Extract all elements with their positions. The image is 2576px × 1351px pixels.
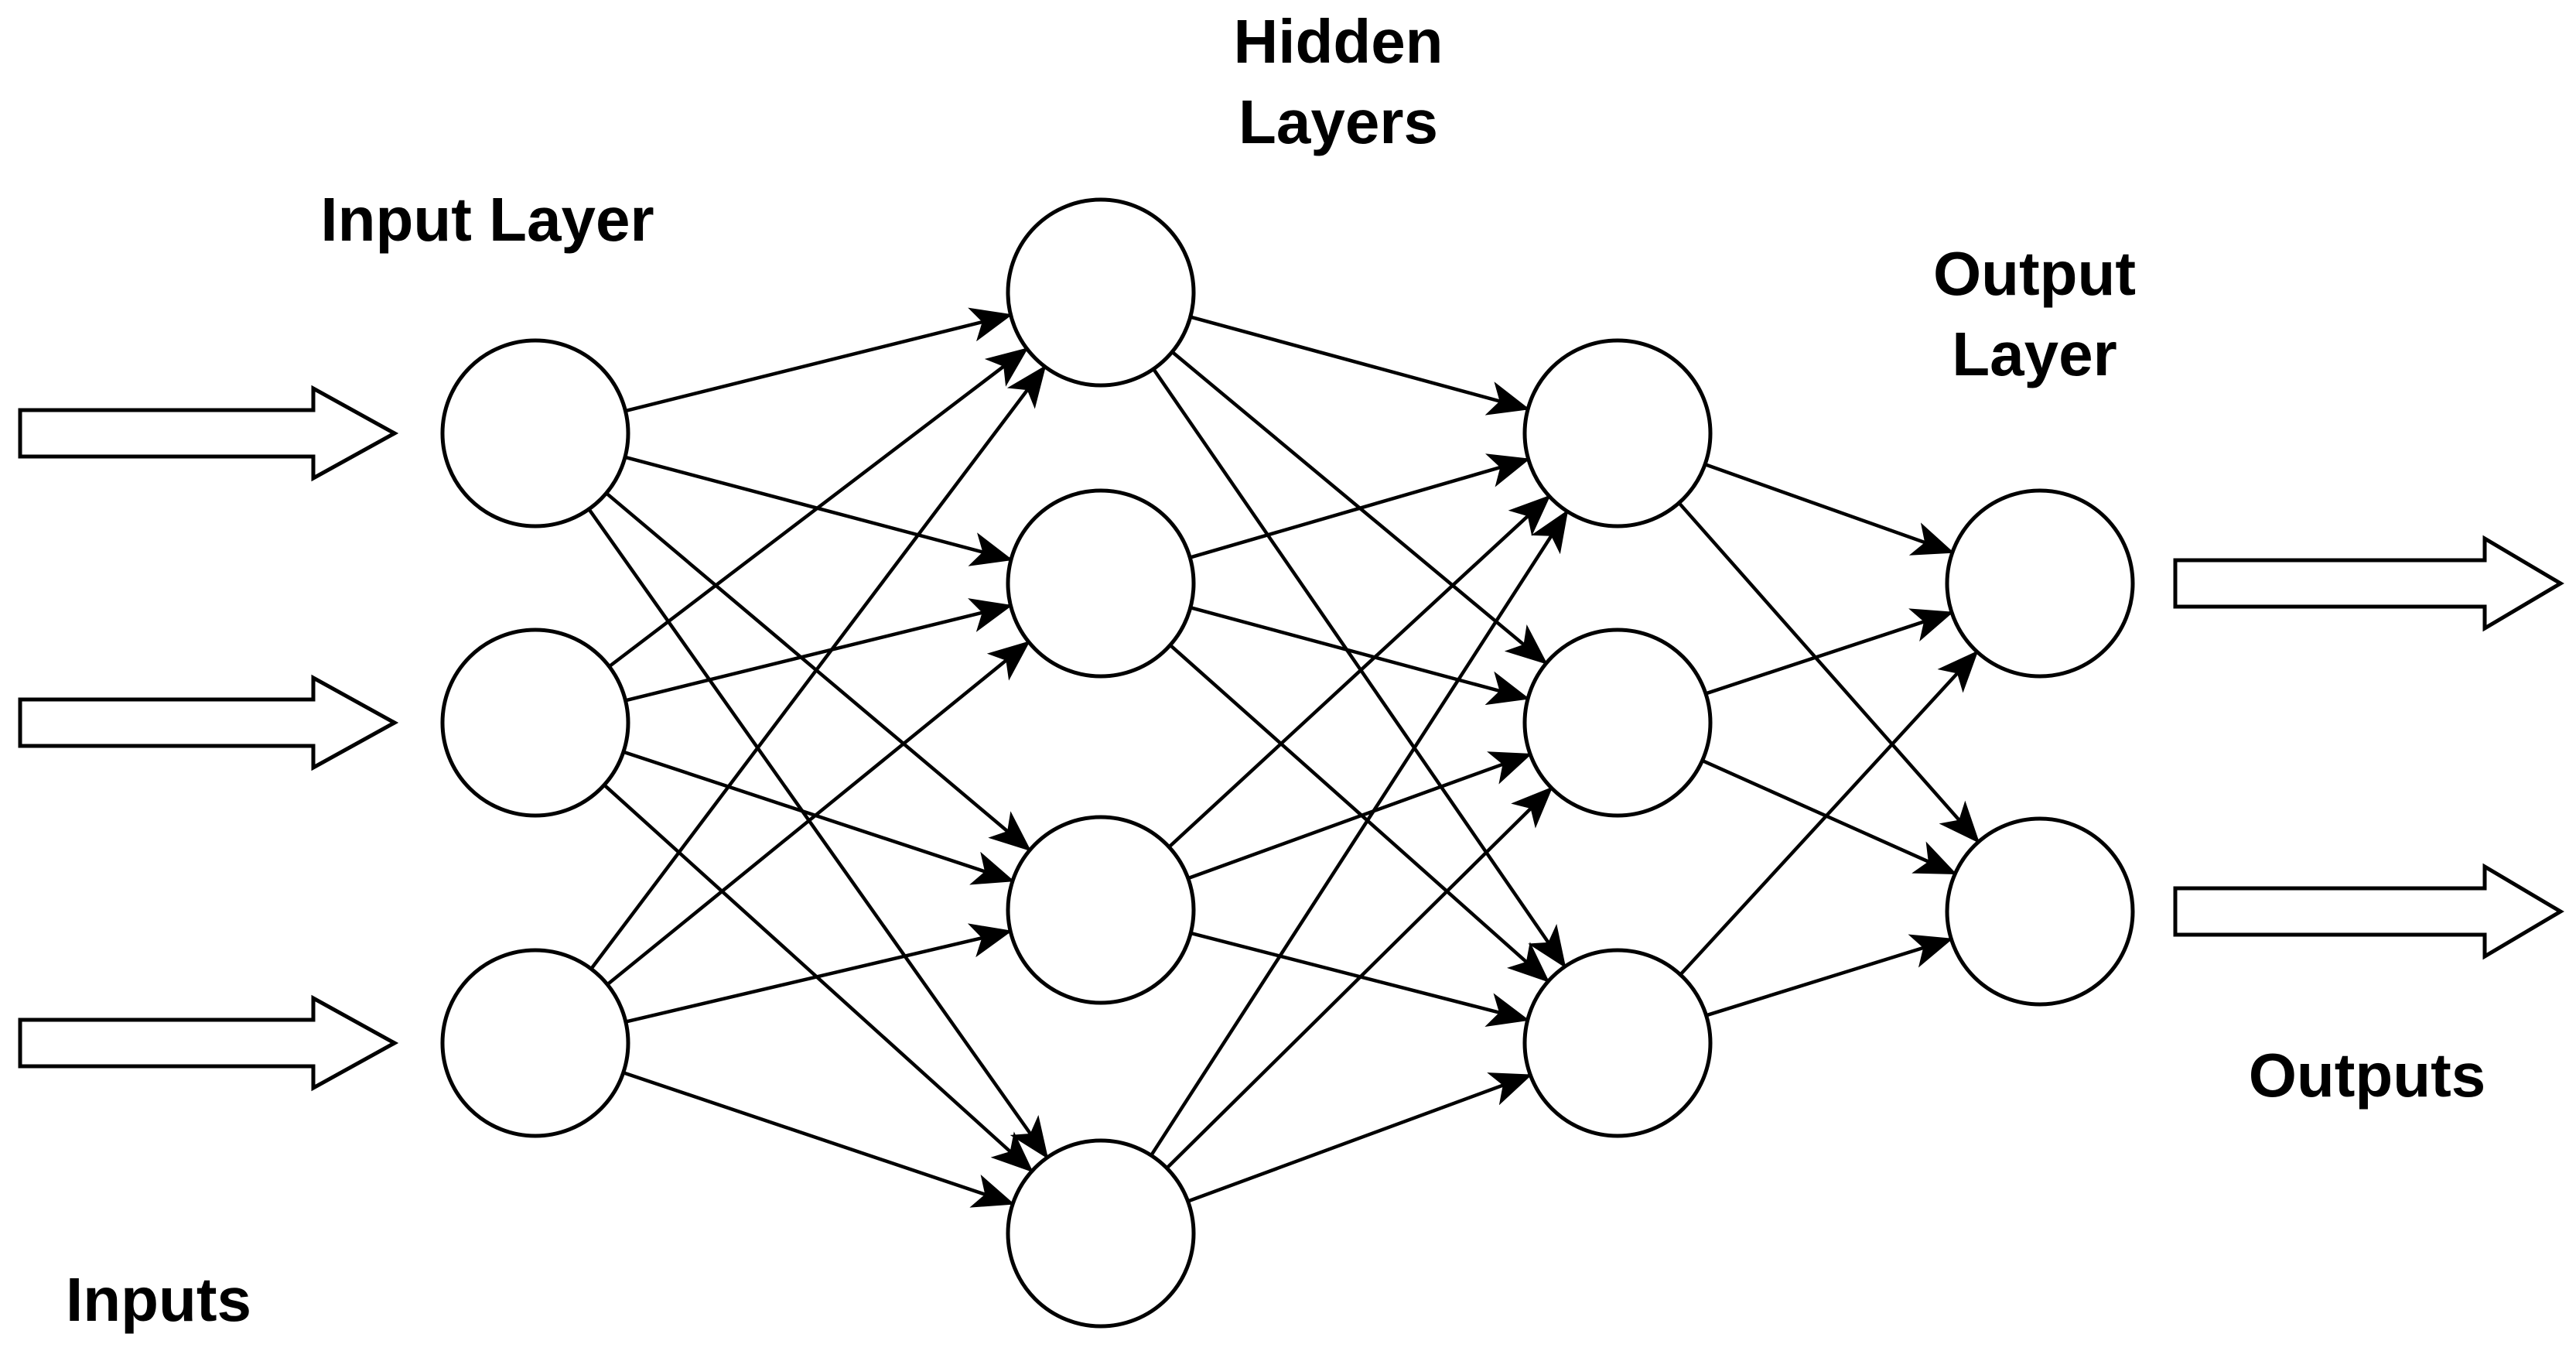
neuron-output-1: [1945, 488, 2135, 679]
neuron-circle: [440, 628, 630, 818]
connection-hidden-2-3-to-output-2: [1705, 934, 1953, 1018]
connection-input-3-to-hidden-1-2: [606, 641, 1030, 987]
neuron-circle: [1006, 815, 1196, 1005]
neuron-circle: [1006, 197, 1196, 388]
hidden-layers-label-line1: Hidden: [1233, 7, 1443, 76]
connection-hidden-1-1-to-hidden-2-3: [1152, 368, 1566, 969]
neuron-circle: [440, 948, 630, 1138]
connection-hidden-1-4-to-hidden-2-3: [1187, 1072, 1532, 1203]
connection-hidden-1-4-to-hidden-2-2: [1165, 786, 1553, 1170]
input-arrow-3: [18, 994, 399, 1092]
neuron-circle: [1522, 628, 1713, 818]
connection-hidden-1-2-to-hidden-2-1: [1189, 453, 1531, 559]
neuron-hidden-2-3: [1522, 948, 1713, 1138]
output-layer-label-line1: Output: [1932, 239, 2137, 308]
connection-hidden-1-4-to-hidden-2-1: [1150, 509, 1569, 1157]
connection-hidden-1-3-to-hidden-2-3: [1190, 931, 1530, 1028]
neuron-circle: [1006, 488, 1196, 679]
input-arrow-1: [18, 385, 399, 482]
connection-hidden-1-2-to-hidden-2-2: [1190, 606, 1530, 706]
connection-hidden-2-1-to-output-1: [1704, 463, 1955, 556]
input-arrow-2: [18, 674, 399, 771]
neuron-circle: [440, 338, 630, 528]
neuron-hidden-2-1: [1522, 338, 1713, 528]
hidden-layers-label-line2: Layers: [1238, 87, 1438, 156]
neuron-hidden-1-1: [1006, 197, 1196, 388]
connection-input-1-to-hidden-1-4: [587, 508, 1049, 1160]
connection-hidden-1-3-to-hidden-2-1: [1167, 494, 1551, 849]
connection-input-2-to-hidden-1-3: [623, 750, 1015, 885]
connection-hidden-2-3-to-output-1: [1679, 650, 1979, 976]
connection-input-2-to-hidden-1-1: [608, 347, 1029, 669]
neurons: [440, 197, 2135, 1329]
neuron-output-2: [1945, 816, 2135, 1007]
output-arrow-2: [2173, 863, 2564, 960]
neuron-hidden-1-4: [1006, 1138, 1196, 1329]
neuron-circle: [1006, 1138, 1196, 1329]
neuron-hidden-1-3: [1006, 815, 1196, 1005]
inputs-label: Inputs: [66, 1265, 251, 1334]
neuron-circle: [1945, 488, 2135, 679]
input-layer-label: Input Layer: [320, 185, 654, 254]
connection-input-2-to-hidden-1-2: [624, 598, 1013, 703]
neuron-input-3: [440, 948, 630, 1138]
neuron-circle: [1522, 338, 1713, 528]
connection-input-1-to-hidden-1-1: [624, 307, 1013, 413]
neuron-circle: [1945, 816, 2135, 1007]
neuron-hidden-2-2: [1522, 628, 1713, 818]
output-layer-label: Output Layer: [1841, 234, 2228, 395]
connection-hidden-2-2-to-output-1: [1705, 608, 1954, 696]
connection-hidden-2-2-to-output-2: [1701, 758, 1957, 875]
connection-input-3-to-hidden-1-3: [625, 923, 1013, 1024]
connection-input-3-to-hidden-1-1: [589, 364, 1047, 970]
connection-hidden-1-3-to-hidden-2-2: [1187, 751, 1532, 881]
io-arrows: [18, 385, 2564, 1092]
connection-hidden-1-2-to-hidden-2-3: [1169, 644, 1550, 983]
output-arrow-1: [2173, 535, 2564, 632]
output-layer-label-line2: Layer: [1952, 320, 2117, 388]
neuron-input-2: [440, 628, 630, 818]
hidden-layers-label: Hidden Layers: [1145, 2, 1532, 162]
neuron-input-1: [440, 338, 630, 528]
connection-hidden-1-1-to-hidden-2-1: [1190, 315, 1530, 416]
connections: [587, 307, 1980, 1208]
neuron-hidden-1-2: [1006, 488, 1196, 679]
connection-input-3-to-hidden-1-4: [623, 1071, 1015, 1208]
connection-hidden-2-1-to-output-2: [1677, 501, 1980, 843]
neuron-circle: [1522, 948, 1713, 1138]
outputs-label: Outputs: [2248, 1041, 2486, 1110]
